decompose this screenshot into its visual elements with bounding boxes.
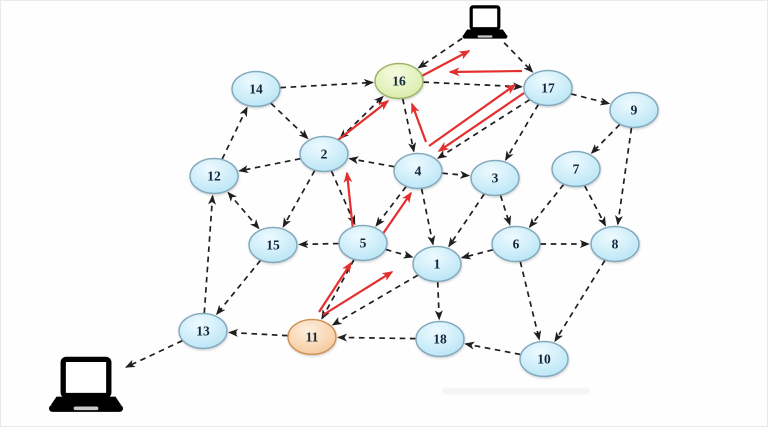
edge-8-10 bbox=[554, 259, 606, 343]
edge-9-8 bbox=[615, 127, 633, 226]
node-11: 11 bbox=[287, 318, 337, 356]
node-17: 17 bbox=[523, 69, 573, 107]
node-label-18: 18 bbox=[433, 332, 447, 347]
edge-13-12 bbox=[203, 194, 216, 314]
edge-17-3 bbox=[505, 104, 540, 161]
node-label-6: 6 bbox=[513, 237, 520, 252]
edge-4-3 bbox=[442, 170, 471, 179]
node-label-8: 8 bbox=[612, 237, 619, 252]
red-arrow-17-16 bbox=[448, 67, 523, 77]
node-label-3: 3 bbox=[492, 171, 499, 186]
edge-6-10 bbox=[519, 261, 542, 341]
edge-13-laptop-bl bbox=[125, 339, 183, 368]
node-label-15: 15 bbox=[266, 238, 280, 253]
watermark-smudge bbox=[442, 388, 590, 394]
edge-3-6 bbox=[499, 195, 512, 226]
edge-7-6 bbox=[528, 183, 565, 229]
node-10: 10 bbox=[519, 340, 569, 378]
edge-7-8 bbox=[583, 185, 607, 227]
node-12: 12 bbox=[189, 157, 239, 195]
node-15: 15 bbox=[248, 226, 298, 264]
red-arrow-5-4 bbox=[379, 191, 412, 239]
node-label-5: 5 bbox=[360, 236, 367, 251]
node-1: 1 bbox=[412, 245, 462, 283]
laptop-icon-top bbox=[460, 5, 510, 41]
edge-12-15 bbox=[227, 191, 260, 230]
edge-14-16 bbox=[280, 78, 374, 89]
node-14: 14 bbox=[231, 70, 281, 108]
edge-6-1 bbox=[460, 249, 494, 260]
edge-9-7 bbox=[590, 123, 621, 154]
node-7: 7 bbox=[551, 150, 601, 188]
edge-4-5 bbox=[375, 186, 407, 227]
red-arrow-4-17 bbox=[428, 84, 517, 147]
node-label-11: 11 bbox=[306, 330, 319, 345]
node-4: 4 bbox=[393, 152, 443, 190]
laptop-icon-bottom-left bbox=[49, 359, 123, 411]
edge-1-18 bbox=[434, 281, 443, 321]
red-arrow-5-2 bbox=[343, 171, 355, 231]
node-label-10: 10 bbox=[537, 352, 551, 367]
red-arrow-2-16 bbox=[337, 100, 390, 141]
edge-4-1 bbox=[420, 188, 436, 246]
edge-17-9 bbox=[570, 93, 611, 106]
edge-1-11 bbox=[331, 274, 419, 326]
node-9: 9 bbox=[609, 91, 659, 129]
node-label-4: 4 bbox=[415, 164, 422, 179]
edge-11-13 bbox=[228, 328, 288, 337]
edge-laptop-top-17 bbox=[503, 42, 534, 73]
edge-2-12 bbox=[238, 157, 301, 174]
node-label-14: 14 bbox=[249, 82, 263, 97]
edge-4-2 bbox=[348, 156, 395, 168]
node-label-2: 2 bbox=[321, 147, 328, 162]
node-label-7: 7 bbox=[573, 162, 580, 177]
node-16: 16 bbox=[374, 62, 424, 100]
edge-16-17 bbox=[423, 81, 523, 91]
node-label-13: 13 bbox=[196, 324, 210, 339]
node-label-16: 16 bbox=[392, 74, 406, 89]
edge-15-13 bbox=[215, 259, 262, 316]
red-arrow-11-1 bbox=[322, 271, 394, 316]
node-6: 6 bbox=[491, 225, 541, 263]
edge-3-1 bbox=[448, 193, 485, 248]
red-arrow-4-16 bbox=[410, 102, 428, 143]
node-18: 18 bbox=[415, 320, 465, 358]
red-arrow-11-5 bbox=[318, 261, 352, 313]
red-arrow-17-4 bbox=[437, 92, 525, 152]
edge-12-14 bbox=[221, 106, 248, 160]
node-2: 2 bbox=[299, 135, 349, 173]
red-route-arrows-layer bbox=[318, 50, 525, 316]
edge-5-11 bbox=[321, 259, 355, 320]
edge-10-18 bbox=[464, 341, 521, 356]
edge-16-4 bbox=[401, 98, 416, 153]
edge-14-2 bbox=[270, 102, 309, 140]
node-label-9: 9 bbox=[631, 103, 638, 118]
edge-18-11 bbox=[337, 333, 416, 342]
node-label-12: 12 bbox=[207, 169, 221, 184]
red-arrow-16-laptop-top bbox=[417, 50, 471, 79]
edge-5-1 bbox=[385, 248, 414, 259]
edge-2-15 bbox=[282, 170, 316, 228]
edge-laptop-top-16 bbox=[417, 37, 463, 69]
node-label-17: 17 bbox=[541, 81, 555, 96]
node-3: 3 bbox=[470, 159, 520, 197]
node-13: 13 bbox=[178, 312, 228, 350]
node-5: 5 bbox=[338, 224, 388, 262]
node-label-1: 1 bbox=[434, 257, 441, 272]
edge-17-4 bbox=[436, 99, 530, 159]
edge-5-15 bbox=[298, 240, 339, 249]
node-8: 8 bbox=[590, 225, 640, 263]
